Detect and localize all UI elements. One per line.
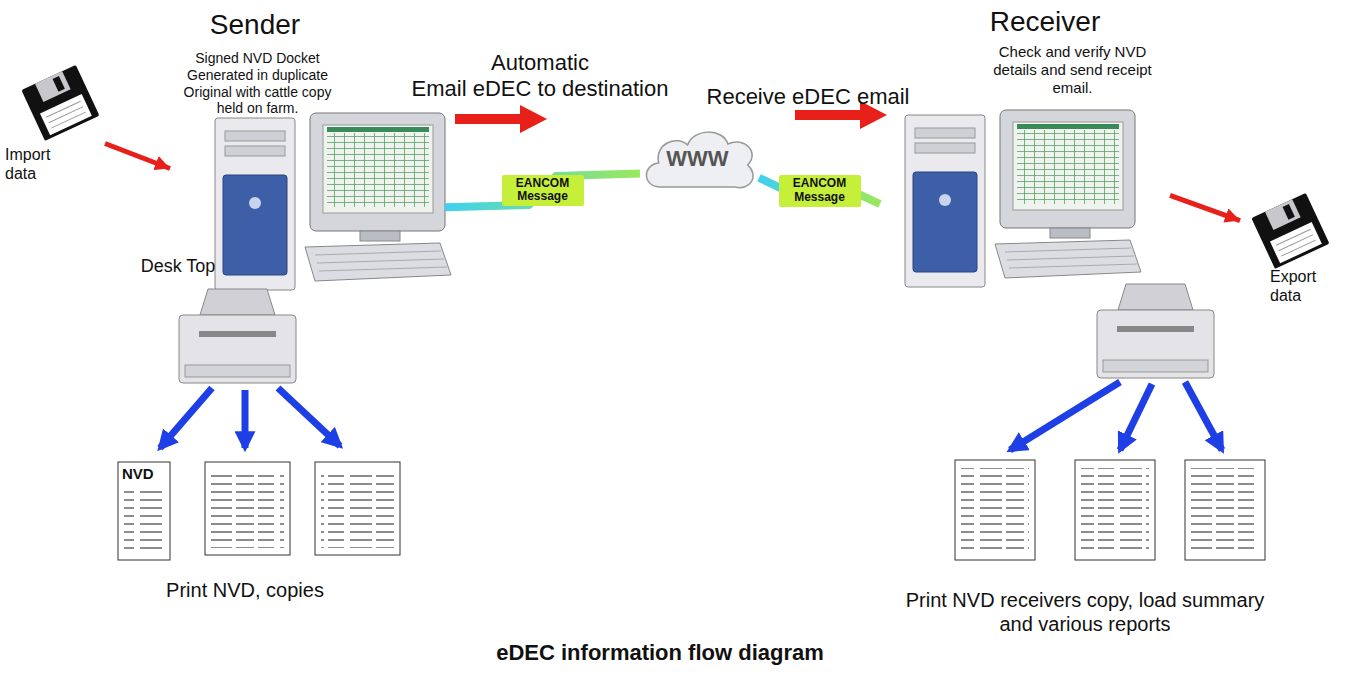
print-note: Print NVD receivers copy, load summary a… [895, 588, 1275, 636]
message-label: EANCOM Message [779, 175, 861, 207]
print-arrows [160, 382, 1222, 450]
import-disk-node: Import data [5, 70, 105, 195]
receive-note: Receive eDEC email [698, 84, 918, 110]
nvd-document: NVD [118, 462, 170, 560]
diagram-caption: eDEC information flow diagram [460, 640, 860, 666]
sender-station: SenderSigned NVD Docket Generated in dup… [170, 8, 445, 298]
printed-documents [118, 460, 1265, 560]
send-note: Email eDEC to destination [395, 76, 685, 102]
print-note: Print NVD, copies [135, 578, 355, 602]
internet-cloud: WWW [640, 125, 759, 195]
receiver-computer [905, 110, 1141, 287]
node-heading: Export data [1270, 267, 1332, 305]
sender-printer [179, 289, 296, 383]
node-heading: Import data [5, 145, 67, 183]
desktop-label: Desk Top [133, 256, 223, 278]
node-description: Check and verify NVD details and send re… [990, 43, 1155, 97]
node-heading: Sender [170, 8, 340, 42]
receiver-printer [1097, 284, 1214, 378]
transfer-arrow [105, 143, 170, 168]
message-label: EANCOM Message [502, 175, 584, 207]
node-heading: Receiver [945, 5, 1145, 39]
node-heading: WWW [640, 146, 755, 172]
send-note: Automatic [440, 50, 640, 76]
node-heading: NVD [122, 465, 166, 483]
sender-computer [215, 113, 451, 290]
message-bolt [445, 174, 640, 208]
import-disk [21, 65, 99, 141]
transfer-arrow [1170, 195, 1240, 220]
export-disk-node: Export data [1240, 195, 1350, 315]
node-description: Signed NVD Docket Generated in duplicate… [175, 50, 340, 117]
export-disk [1251, 193, 1329, 269]
receiver-station: ReceiverCheck and verify NVD details and… [880, 5, 1170, 300]
send-arrow [455, 105, 547, 133]
